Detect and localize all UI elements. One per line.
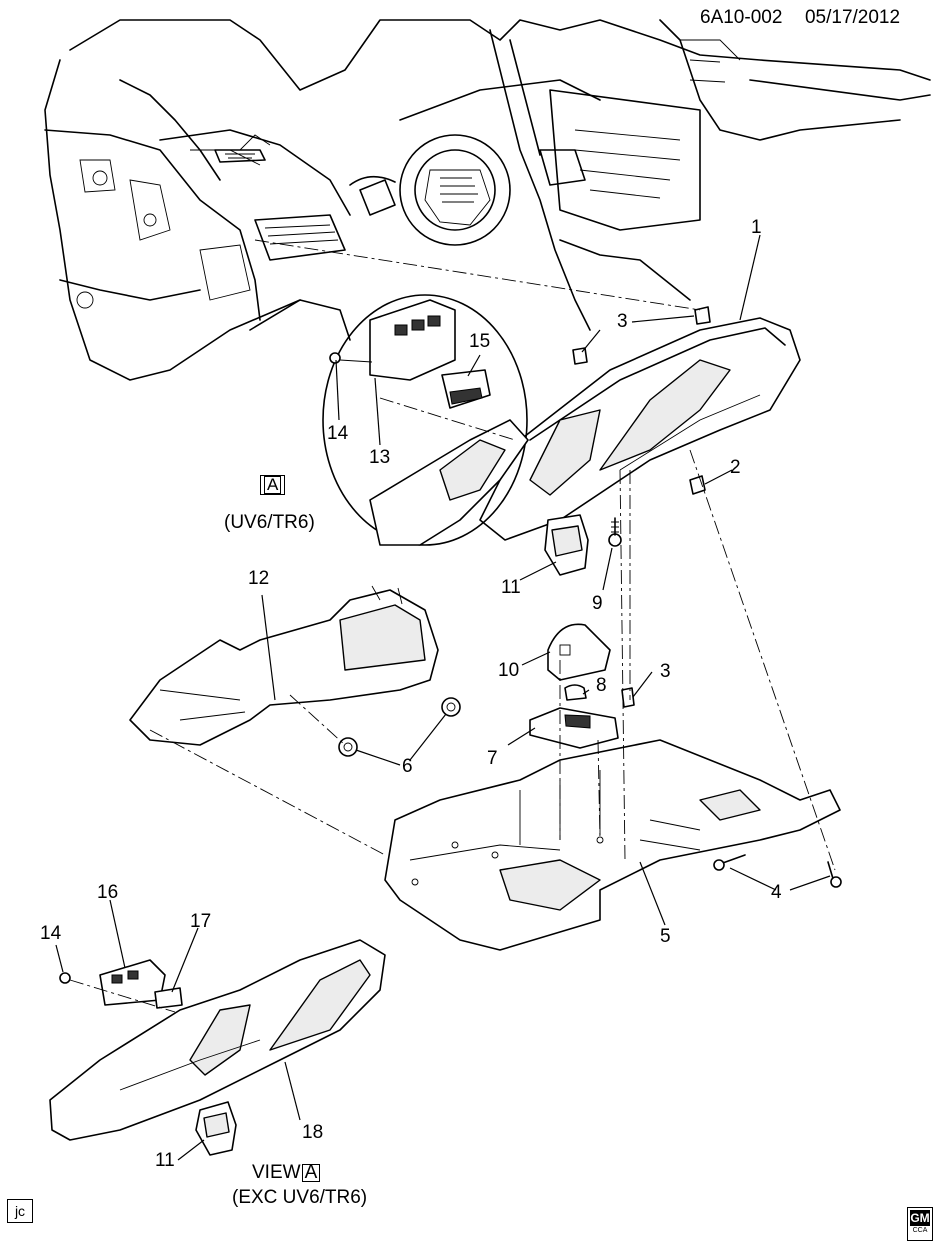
diagram-id: 6A10-002: [700, 7, 783, 28]
part-14-screw-lower: [59, 972, 71, 984]
author-initials-box: jc: [7, 1199, 33, 1223]
callout-11-upper: 11: [501, 577, 521, 598]
callout-6: 6: [402, 756, 413, 777]
assembly-centerlines: [69, 239, 836, 1013]
part-3-clip-lower: [621, 687, 635, 708]
leader-lines: [55, 234, 831, 1161]
detail-circle-a: [322, 294, 529, 546]
callout-3-lower: 3: [660, 661, 671, 682]
view-marker-letter: A: [301, 1163, 321, 1182]
part-17-switch: [154, 987, 183, 1009]
view-a-variant-label: (EXC UV6/TR6): [232, 1187, 368, 1208]
callout-4: 4: [771, 882, 782, 903]
part-11-switch-lower: [195, 1101, 237, 1156]
part-7-module: [529, 707, 619, 749]
callout-17: 17: [190, 911, 212, 932]
gm-logo-sub: CCA: [912, 1227, 928, 1234]
instrument-panel-background: [44, 19, 931, 381]
callout-12: 12: [248, 568, 270, 589]
gm-logo: GM CCA: [907, 1207, 933, 1241]
part-2-clip: [689, 475, 706, 495]
part-4-screws: [713, 854, 842, 888]
diagram-header: 6A10-002 05/17/2012: [700, 8, 900, 28]
callout-7: 7: [487, 748, 498, 769]
callout-1: 1: [751, 217, 762, 238]
callout-15: 15: [469, 331, 491, 352]
callout-14-lower: 14: [40, 923, 62, 944]
diagram-date: 05/17/2012: [804, 7, 901, 28]
part-16-switch-bracket: [99, 959, 166, 1006]
part-11-switch-upper: [544, 514, 589, 576]
part-10-cover: [547, 623, 611, 681]
callout-2: 2: [730, 457, 741, 478]
gm-logo-text: GM: [910, 1210, 930, 1226]
callout-18: 18: [302, 1122, 324, 1143]
part-5-lower-tray: [384, 739, 841, 951]
part-9-screw: [608, 517, 622, 547]
detail-view-marker: A: [260, 475, 286, 495]
detail-marker-box: A: [260, 475, 286, 495]
callout-11-lower: 11: [155, 1150, 175, 1171]
detail-variant-label: (UV6/TR6): [224, 512, 315, 533]
part-3-clip-upper-right: [694, 306, 711, 325]
callout-14-upper: 14: [327, 423, 349, 444]
part-6-nuts: [338, 697, 461, 757]
part-18-view-a-trim: [49, 939, 386, 1141]
part-8-bulb: [564, 684, 587, 701]
callout-9: 9: [592, 593, 603, 614]
callout-13: 13: [369, 447, 391, 468]
part-1-knee-bolster-trim: [479, 317, 801, 541]
part-3-clip-upper-left: [572, 347, 588, 365]
callout-8: 8: [596, 675, 607, 696]
callout-10: 10: [498, 660, 520, 681]
callout-16: 16: [97, 882, 119, 903]
callout-5: 5: [660, 926, 671, 947]
part-12-bracket: [129, 585, 439, 746]
detail-marker-letter: A: [264, 476, 282, 494]
view-word: VIEW: [252, 1162, 301, 1183]
callout-3-upper: 3: [617, 311, 628, 332]
